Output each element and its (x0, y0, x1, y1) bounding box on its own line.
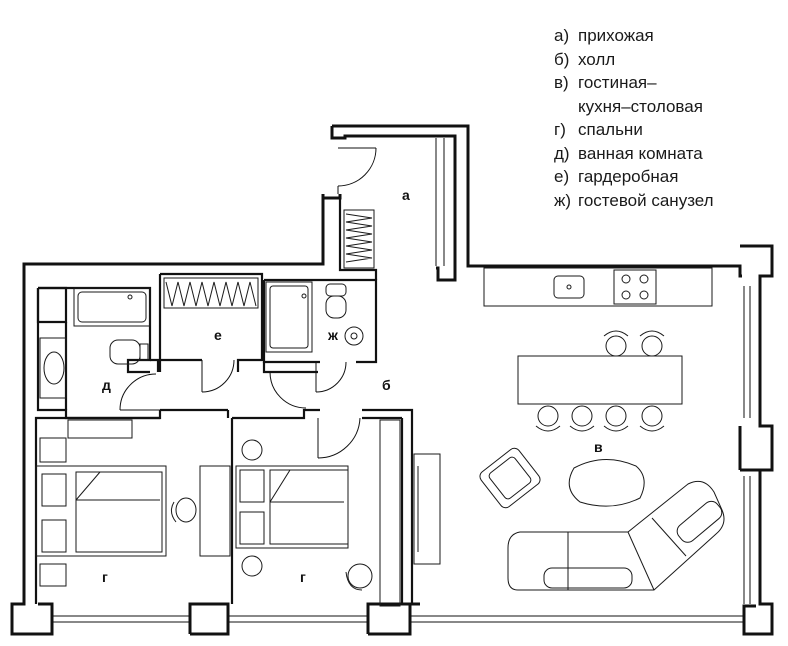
legend-text: гостевой санузел (578, 190, 714, 210)
room-label-e: е (214, 327, 222, 343)
room-legend: а) прихожая б) холл в) гостиная– кухня–стол… (554, 24, 714, 212)
room-label-zh: ж (327, 327, 339, 343)
legend-item: а) прихожая (554, 24, 714, 48)
legend-key: г) (554, 120, 566, 139)
legend-key (554, 95, 578, 119)
legend-item: б) холл (554, 48, 714, 72)
room-label-a: а (402, 187, 410, 203)
legend-key: д) (554, 143, 570, 163)
legend-text: гостиная– (578, 73, 657, 92)
room-label-b: б (382, 377, 391, 393)
exterior-walls (10, 124, 774, 636)
room-label-v: в (594, 439, 603, 455)
legend-text: гардеробная (578, 167, 679, 186)
legend-item: в) гостиная– (554, 71, 714, 95)
legend-key: ж) (554, 190, 572, 210)
legend-key: в) (554, 73, 569, 92)
room-label-d: д (102, 377, 111, 393)
legend-item: е) гардеробная (554, 165, 714, 189)
legend-text: прихожая (578, 26, 654, 45)
legend-item: ж) гостевой санузел (554, 189, 714, 213)
legend-item: д) ванная комната (554, 142, 714, 166)
legend-text: спальни (578, 120, 643, 139)
legend-key: а) (554, 26, 570, 45)
doors (119, 147, 377, 459)
furniture (35, 209, 725, 607)
legend-text: кухня–столовая (578, 96, 703, 116)
legend-text: ванная комната (578, 143, 703, 163)
interior-walls (34, 196, 414, 604)
legend-item: кухня–столовая (554, 95, 714, 119)
room-label-g1: г (102, 569, 108, 585)
legend-item: г) спальни (554, 118, 714, 142)
legend-key: б) (554, 49, 570, 69)
room-label-g2: г (300, 569, 306, 585)
windows (52, 138, 751, 623)
legend-text: холл (578, 49, 616, 69)
legend-key: е) (554, 167, 570, 186)
